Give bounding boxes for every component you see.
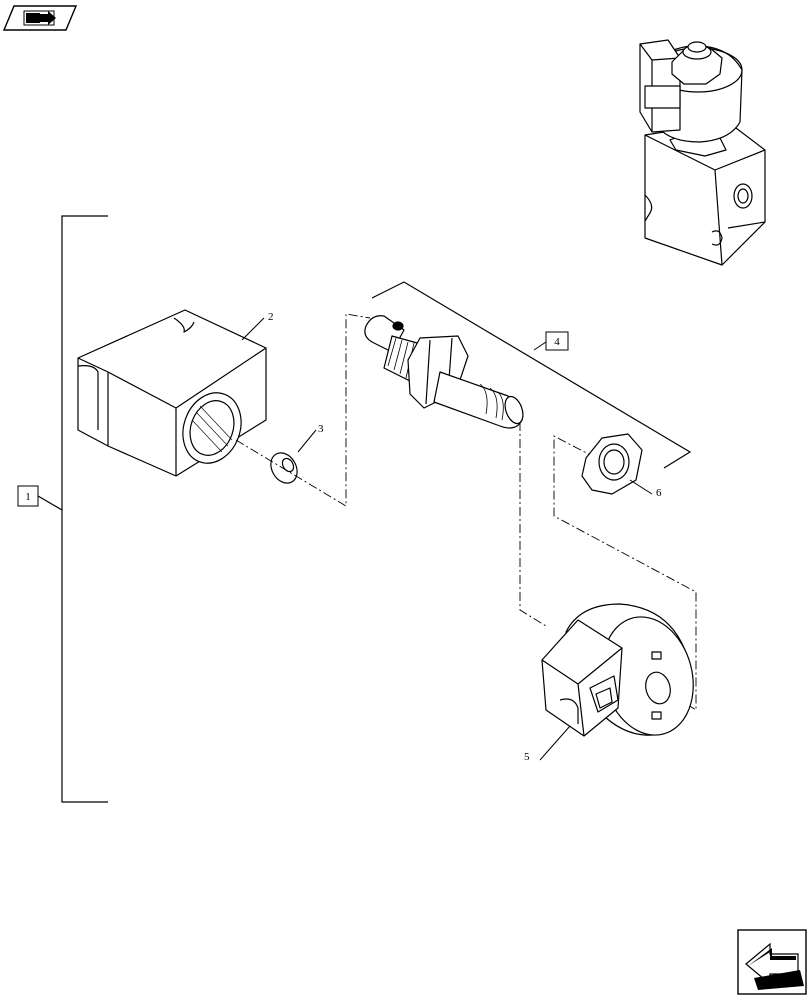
- top-left-nav-button[interactable]: [2, 5, 78, 31]
- cartridge-valve: [364, 315, 524, 429]
- callout-2: 2: [268, 311, 274, 323]
- assembled-valve-view: [639, 39, 766, 266]
- leader-5: [539, 725, 571, 761]
- back-arrow-icon: [745, 942, 804, 990]
- group-bracket: [37, 215, 108, 803]
- callout-4-text: 4: [554, 336, 560, 348]
- cartridge-bracket: [371, 281, 692, 469]
- callout-1: 1: [17, 485, 39, 507]
- back-nav-button[interactable]: [737, 929, 807, 995]
- callout-3: 3: [318, 423, 324, 435]
- assembly-axis-lines: [235, 313, 697, 711]
- solenoid-coil: [541, 603, 694, 737]
- washer: [270, 452, 298, 484]
- callout-1-text: 1: [25, 491, 31, 503]
- callout-4: 4: [545, 331, 569, 351]
- callout-5: 5: [524, 751, 530, 763]
- book-arrow-icon: [23, 10, 56, 26]
- valve-block: [77, 309, 267, 477]
- leader-3: [297, 429, 317, 453]
- leader-2: [241, 317, 265, 341]
- hex-nut: [581, 433, 643, 495]
- callout-6: 6: [656, 487, 662, 499]
- leader-6: [629, 479, 653, 495]
- leader-4: [533, 341, 547, 351]
